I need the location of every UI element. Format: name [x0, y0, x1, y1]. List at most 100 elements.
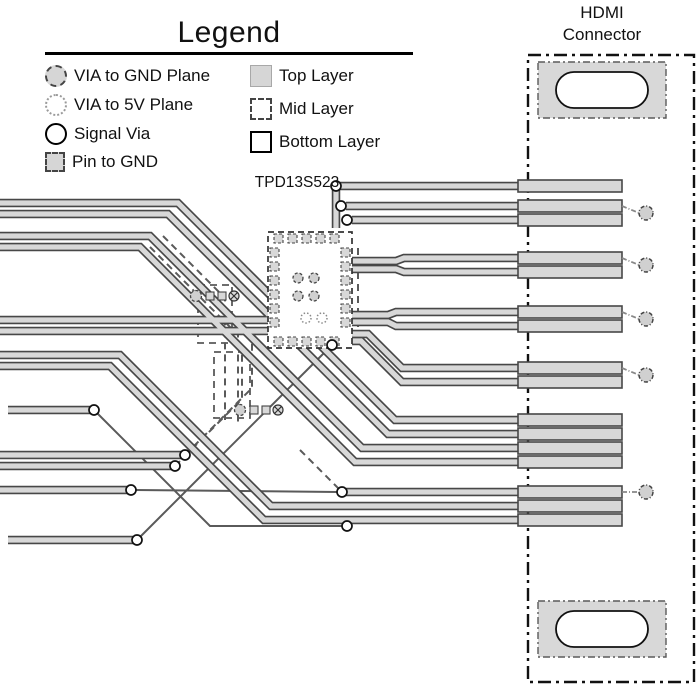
legend-item-bottom-layer: Bottom Layer — [250, 131, 410, 153]
gnd-via — [638, 367, 654, 383]
gnd-via — [189, 289, 203, 303]
legend-label: Top Layer — [279, 66, 354, 85]
legend-item-via-5v: VIA to 5V Plane — [45, 94, 250, 116]
pcb-trace — [352, 266, 518, 275]
hdmi-pin-pad — [517, 413, 623, 427]
hdmi-pin-pad — [517, 179, 623, 193]
chip-pin-bottom — [287, 336, 298, 347]
gnd-via — [233, 403, 247, 417]
top-layer-icon — [250, 65, 272, 87]
chip-pin-right — [340, 289, 351, 300]
legend-label: VIA to 5V Plane — [74, 95, 194, 114]
hdmi-pin-pad — [517, 485, 623, 499]
hdmi-connector-outline — [526, 53, 696, 684]
legend-item-mid-layer: Mid Layer — [250, 98, 410, 120]
hdmi-pin-pad — [517, 455, 623, 469]
chip-pin-left — [269, 275, 280, 286]
bottom-layer-icon — [250, 131, 272, 153]
mid-layer-pour — [213, 351, 251, 419]
signal-via — [341, 214, 353, 226]
chip-pin-left — [269, 261, 280, 272]
chip-pin-bottom — [301, 336, 312, 347]
gnd-via — [638, 205, 654, 221]
hdmi-pin-pad — [517, 375, 623, 389]
mid-layer-icon — [250, 98, 272, 120]
cross-mark — [274, 406, 282, 414]
via-tail — [621, 367, 640, 376]
legend-label: Mid Layer — [279, 99, 354, 118]
bottom-layer-trace — [136, 344, 333, 541]
legend-title: Legend — [177, 16, 281, 49]
legend-underline — [45, 52, 413, 55]
pcb-trace — [352, 319, 518, 329]
gnd-via — [292, 272, 304, 284]
hdmi-pin-pad — [517, 319, 623, 333]
chip-pin-left — [269, 303, 280, 314]
hdmi-connector-label: HDMI Connector — [541, 2, 663, 46]
hdmi-pin-pad — [517, 499, 623, 513]
via-tail — [621, 257, 640, 266]
legend-label: VIA to GND Plane — [74, 66, 211, 85]
chip-pin-left — [269, 289, 280, 300]
chip-pin-left — [269, 247, 280, 258]
via-5v-icon — [45, 94, 67, 116]
hdmi-pin-pad — [517, 305, 623, 319]
legend: Legend VIA to GND Plane VIA to 5V Plane … — [45, 16, 413, 179]
gnd-via — [292, 290, 304, 302]
signal-via — [169, 460, 181, 472]
signal-via — [88, 404, 100, 416]
chip-pin-left — [269, 317, 280, 328]
pcb-trace — [352, 255, 518, 264]
gnd-via — [308, 272, 320, 284]
mounting-hole — [555, 71, 649, 109]
legend-label: Signal Via — [74, 124, 151, 143]
signal-via — [335, 200, 347, 212]
chip-pin-top — [301, 233, 312, 244]
signal-via — [131, 534, 143, 546]
legend-column-right: Top Layer Mid Layer Bottom Layer — [250, 65, 410, 179]
legend-label: Bottom Layer — [279, 132, 381, 151]
hdmi-pin-pad — [517, 265, 623, 279]
signal-via — [341, 520, 353, 532]
gnd-via — [308, 290, 320, 302]
legend-item-via-gnd: VIA to GND Plane — [45, 65, 250, 87]
chip-pin-top — [315, 233, 326, 244]
component-pad — [217, 291, 227, 301]
chip-pin-right — [340, 275, 351, 286]
chip-outline — [267, 231, 353, 349]
5v-via — [316, 312, 328, 324]
hdmi-pin-pad — [517, 441, 623, 455]
signal-via — [326, 339, 338, 351]
chip-label: TPD13S523 — [254, 174, 340, 191]
pcb-trace — [0, 233, 518, 451]
gnd-via — [638, 311, 654, 327]
mid-layer-trace — [299, 449, 343, 493]
via-tail — [621, 205, 640, 214]
chip-pin-top — [329, 233, 340, 244]
cross-mark — [230, 292, 238, 300]
legend-item-top-layer: Top Layer — [250, 65, 410, 87]
legend-label: Pin to GND — [72, 152, 158, 171]
component-pad — [205, 291, 215, 301]
pcb-trace — [352, 338, 518, 385]
hdmi-pin-pad — [517, 213, 623, 227]
chip-pin-top — [287, 233, 298, 244]
hdmi-pin-pad — [517, 513, 623, 527]
component-pad — [261, 405, 271, 415]
legend-item-pin-gnd: Pin to GND — [45, 152, 250, 172]
pcb-trace — [0, 244, 518, 465]
signal-via — [330, 180, 342, 192]
5v-via — [300, 312, 312, 324]
hdmi-label-line2: Connector — [562, 25, 642, 44]
pcb-trace — [0, 363, 518, 523]
hdmi-pin-pad — [517, 199, 623, 213]
legend-columns: VIA to GND Plane VIA to 5V Plane Signal … — [45, 65, 413, 179]
gnd-via — [638, 257, 654, 273]
mounting-hole — [555, 610, 649, 648]
pin-gnd-icon — [45, 152, 65, 172]
hdmi-pin-pad — [517, 361, 623, 375]
via-tail — [621, 311, 640, 320]
hdmi-label-line1: HDMI — [580, 3, 624, 22]
